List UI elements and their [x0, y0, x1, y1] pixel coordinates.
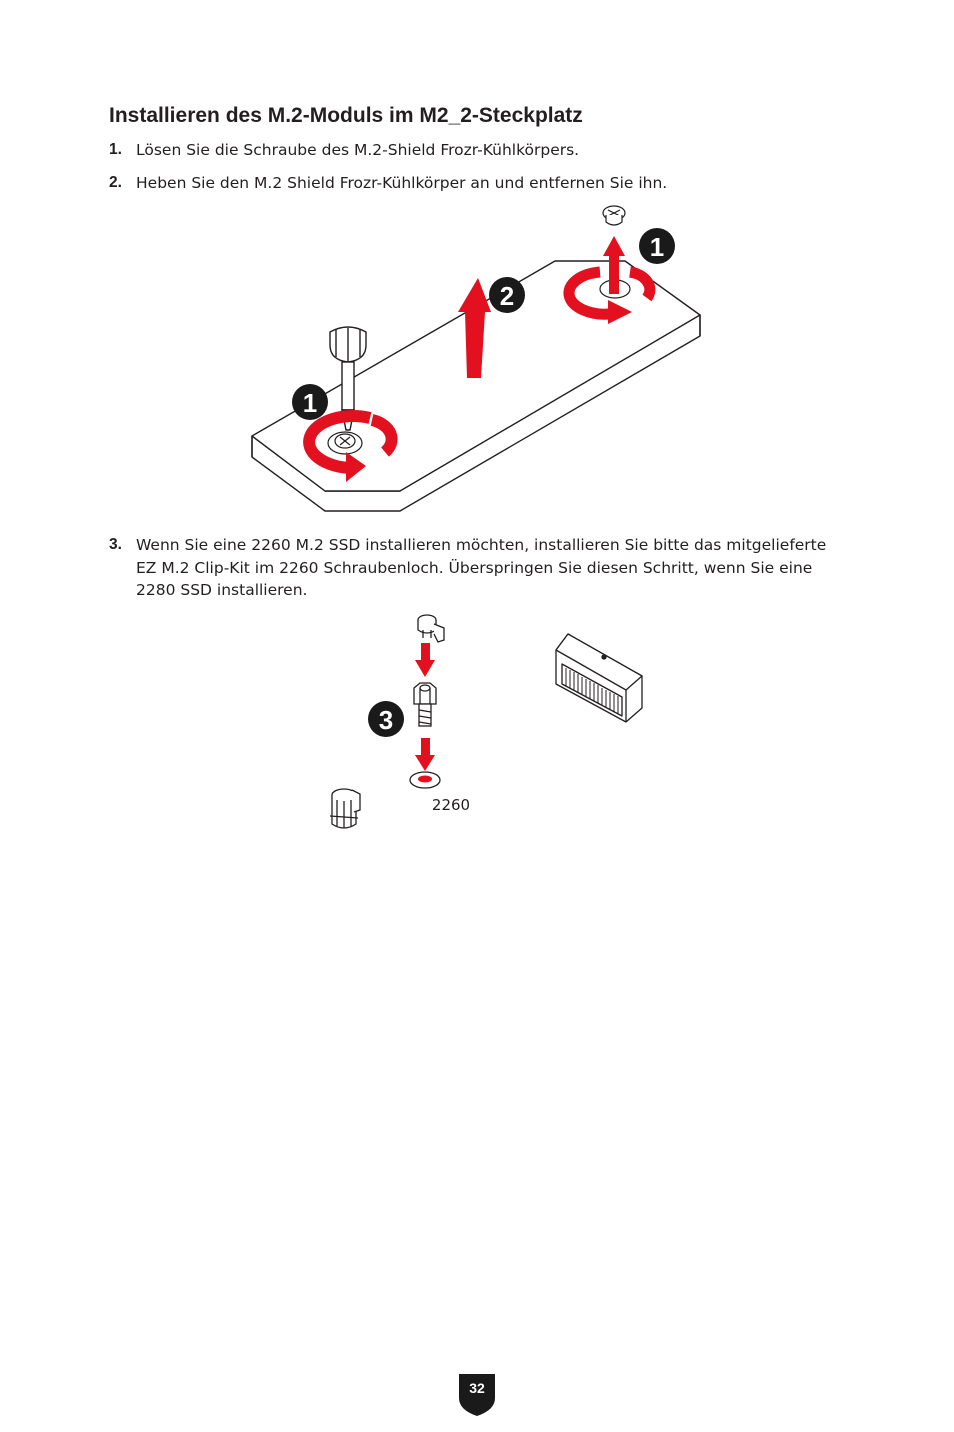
step-badge-1-right: 1 — [639, 228, 675, 264]
standoff-screw-icon — [413, 682, 437, 727]
ez-clip-icon — [417, 614, 445, 643]
badge-1-right-label: 1 — [650, 232, 664, 262]
screw-up-arrow-icon — [603, 236, 625, 294]
step-1: 1. Lösen Sie die Schraube des M.2-Shield… — [109, 139, 829, 162]
badge-3-label: 3 — [379, 705, 393, 735]
lift-up-arrow-icon — [458, 278, 491, 378]
step-3-number: 3. — [109, 536, 122, 553]
right-rotate-arrow-icon — [563, 266, 656, 324]
removed-screw-icon — [602, 205, 626, 226]
section-title: Installieren des M.2-Moduls im M2_2-Stec… — [109, 104, 583, 127]
step-2-text: Heben Sie den M.2 Shield Frozr-Kühlkörpe… — [136, 174, 668, 192]
left-screw-icon — [327, 431, 363, 455]
step-2: 2. Heben Sie den M.2 Shield Frozr-Kühlkö… — [109, 172, 829, 195]
screw-hole-2260-icon — [409, 771, 441, 789]
badge-1-left-label: 1 — [303, 388, 317, 418]
step-3: 3. Wenn Sie eine 2260 M.2 SSD installier… — [109, 534, 829, 602]
step-2-number: 2. — [109, 174, 122, 191]
step-badge-2: 2 — [489, 277, 525, 313]
down-arrow-icon-2 — [415, 738, 435, 771]
step-1-text: Lösen Sie die Schraube des M.2-Shield Fr… — [136, 141, 580, 159]
step-badge-1-left: 1 — [292, 384, 328, 420]
page-number-badge-icon — [459, 1374, 495, 1416]
assembled-clip-icon — [329, 788, 361, 829]
m2-connector-icon — [555, 633, 643, 723]
step-3-text: Wenn Sie eine 2260 M.2 SSD installieren … — [136, 536, 827, 599]
page-number: 32 — [469, 1380, 485, 1396]
clip-kit-illustration: 2260 3 — [329, 614, 643, 829]
heatsink-removal-illustration: 1 2 1 — [251, 205, 701, 512]
badge-2-label: 2 — [500, 281, 514, 311]
step-1-number: 1. — [109, 141, 122, 158]
left-rotate-arrow-icon — [303, 410, 398, 482]
down-arrow-icon-1 — [415, 643, 435, 677]
step-badge-3: 3 — [368, 701, 404, 737]
hole-2260-label: 2260 — [432, 796, 470, 814]
